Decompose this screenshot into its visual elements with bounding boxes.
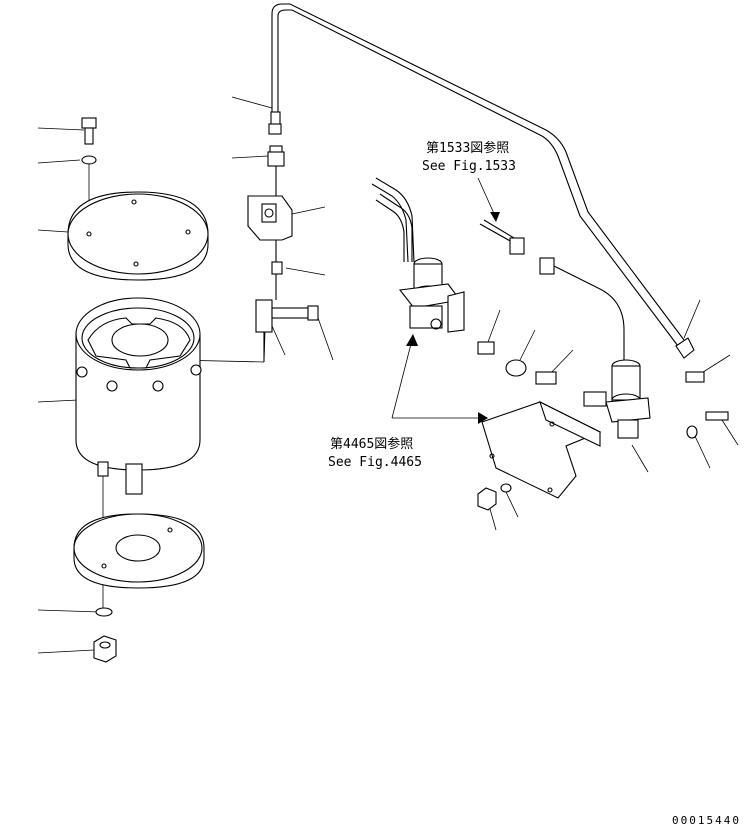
leader-lines xyxy=(37,96,739,654)
ref-fig-4465-jp: 第4465図参照 xyxy=(330,436,413,452)
line-fittings xyxy=(247,145,319,362)
mounting-bracket xyxy=(477,400,602,511)
tank-assembly xyxy=(67,117,209,663)
arrow-head-4465-b xyxy=(478,412,488,424)
solenoid-valve xyxy=(371,177,557,385)
ref-fig-1533-en: See Fig.1533 xyxy=(422,159,516,174)
reference-arrows xyxy=(391,177,500,424)
ref-fig-1533-jp: 第1533図参照 xyxy=(426,140,509,156)
arrow-head-4465-a xyxy=(406,334,418,346)
connector-and-valve xyxy=(479,219,729,439)
ref-fig-4465-en: See Fig.4465 xyxy=(328,455,422,470)
arrow-head-1533 xyxy=(490,212,500,222)
drawing-code: 00015440 xyxy=(672,814,741,827)
long-air-tube xyxy=(268,3,695,359)
